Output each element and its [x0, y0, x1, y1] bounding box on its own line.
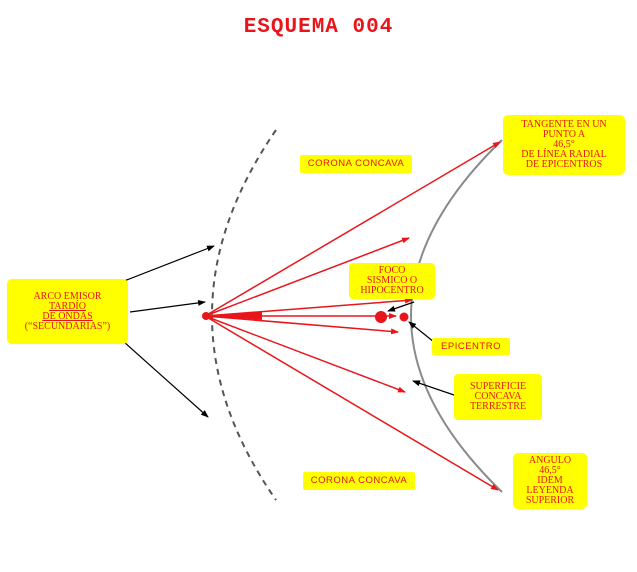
label-angulo-line3: IDEM: [537, 475, 563, 486]
ray-lower-tangent: [204, 315, 499, 491]
label-corona-top: CORONA CONCAVA: [300, 155, 412, 173]
label-angulo: ANGULO 46,5° IDEM LEYENDA SUPERIOR: [513, 453, 587, 509]
label-superficie-line1: SUPERFICIE: [469, 381, 527, 392]
red-rays: [204, 141, 501, 491]
ray-focus-lower: [204, 315, 399, 335]
arrow-arco-middle: [129, 299, 206, 313]
label-tangente-line1: TANGENTE EN UN: [521, 119, 607, 130]
ray-upper: [204, 237, 410, 317]
label-foco: FOCO SISMICO O HIPOCENTRO: [349, 263, 435, 299]
label-arco-emisor: ARCO EMISOR TARDÍO DE ONDAS (“SECUNDARIA…: [7, 279, 128, 344]
epicenter-point: [399, 312, 409, 322]
ray-bundle: [205, 312, 262, 320]
label-foco-line3: HIPOCENTRO: [360, 285, 424, 296]
label-tangente: TANGENTE EN UN PUNTO A 46,5° DE LÍNEA RA…: [503, 115, 625, 175]
ray-focus-upper: [204, 297, 413, 317]
label-epicentro-text: EPICENTRO: [441, 340, 501, 352]
label-tangente-line3: 46,5°: [553, 139, 575, 150]
concave-surface-curve: [410, 139, 503, 493]
label-epicentro: EPICENTRO: [432, 338, 510, 355]
label-corona-bottom-text: CORONA CONCAVA: [310, 475, 408, 486]
arrow-superficie: [412, 380, 455, 396]
label-corona-bottom: CORONA CONCAVA: [303, 472, 415, 490]
label-arco-line1: ARCO EMISOR: [33, 290, 102, 302]
label-arco-line2: TARDÍO: [49, 300, 86, 312]
label-superficie-line3: TERRESTRE: [469, 401, 527, 412]
label-angulo-line4: LEYENDA: [526, 485, 574, 496]
arrow-arco-upper: [123, 245, 215, 282]
origin-point: [202, 312, 210, 320]
black-arrows: [123, 245, 455, 418]
label-tangente-line5: DE EPICENTROS: [525, 159, 603, 170]
label-arco-line4: (“SECUNDARIAS”): [24, 320, 111, 332]
label-angulo-line1: ANGULO: [528, 455, 572, 466]
focus-point: [375, 311, 387, 323]
label-arco-line3: DE ONDAS: [42, 310, 93, 322]
label-superficie: SUPERFICIE CONCAVA TERRESTRE: [454, 374, 542, 420]
ray-upper-tangent: [204, 141, 501, 317]
label-angulo-line2: 46,5°: [539, 465, 561, 476]
label-foco-line1: FOCO: [378, 265, 406, 276]
label-superficie-line2: CONCAVA: [474, 391, 522, 402]
label-tangente-line2: PUNTO A: [542, 129, 586, 140]
arrow-arco-lower: [123, 341, 209, 418]
ray-lower: [204, 315, 406, 393]
arrow-epicentro: [408, 321, 435, 343]
arrow-foco: [387, 301, 415, 312]
label-corona-top-text: CORONA CONCAVA: [307, 158, 405, 169]
label-angulo-line5: SUPERIOR: [525, 495, 575, 506]
label-foco-line2: SISMICO O: [366, 275, 418, 286]
label-tangente-line4: DE LÍNEA RADIAL: [521, 149, 607, 160]
diagram-title: ESQUEMA 004: [243, 16, 394, 39]
